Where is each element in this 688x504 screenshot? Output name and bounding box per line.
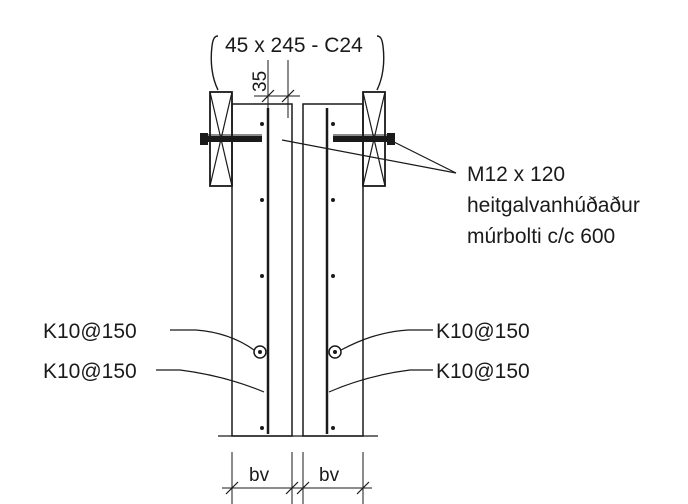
bottom-dimension-left: bv [249,465,270,486]
timber-label: 45 x 245 - C24 [225,34,363,57]
rebar-leader-left-upper [170,329,255,351]
rebar-leader-left-lower [156,369,265,393]
top-dimension-value: 35 [250,71,271,92]
bolt-label-line3: múrbolti c/c 600 [467,225,615,248]
left-bolt [200,133,262,145]
timber-leader-left [210,35,219,91]
rebar-label-right-upper: K10@150 [436,320,530,343]
rebar-leader-right-lower [328,369,433,393]
bolt-label-line2: heitgalvanhúðaður [467,194,640,217]
bolt-leader-2 [391,140,457,174]
top-dimension [254,60,300,118]
left-wall-panel [231,103,293,437]
bottom-dimension-right: bv [319,465,340,486]
right-rebar-section [328,345,342,359]
rebar-label-left-lower: K10@150 [43,360,137,383]
timber-leader-right [376,35,385,91]
bottom-dimensions [222,452,372,504]
rebar-dots [260,122,335,430]
rebar-leader-right-upper [340,329,433,351]
rebar-label-left-upper: K10@150 [43,320,137,343]
bolt-label-line1: M12 x 120 [467,163,565,186]
right-bolt [333,133,395,145]
rebar-label-right-lower: K10@150 [436,360,530,383]
bolt-leader-1 [281,139,457,174]
left-rebar-section [253,345,267,359]
